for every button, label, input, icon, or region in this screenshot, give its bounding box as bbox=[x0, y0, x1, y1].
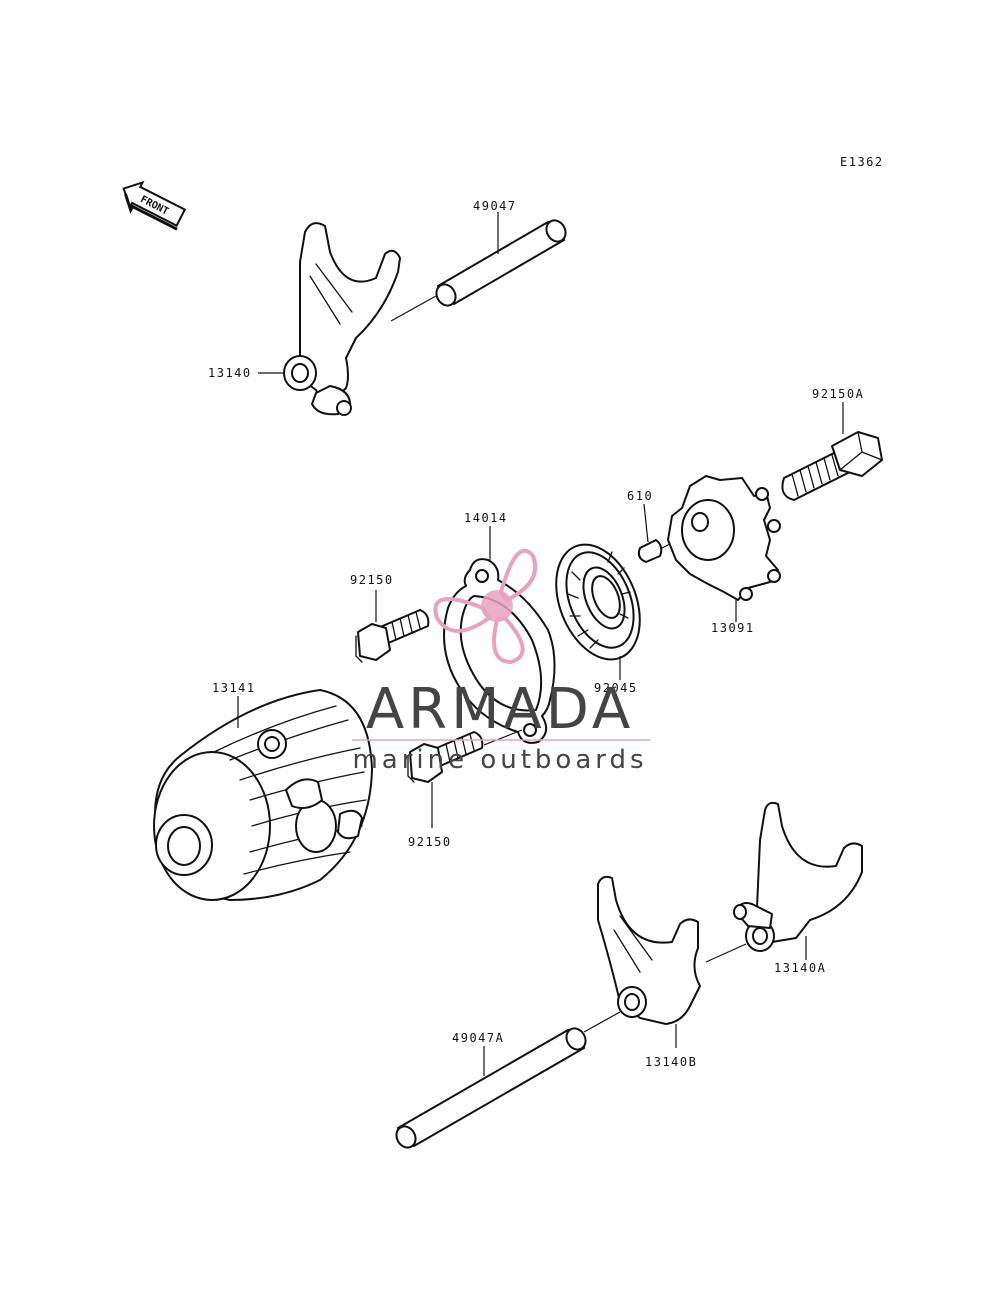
part-label-92150A: 92150A bbox=[812, 387, 864, 401]
part-label-13140: 13140 bbox=[208, 366, 252, 380]
shift-drum-13141 bbox=[153, 689, 373, 901]
watermark-tagline: marine outboards bbox=[352, 745, 647, 775]
shift-fork-13140 bbox=[283, 222, 401, 416]
part-label-49047A: 49047A bbox=[452, 1031, 504, 1045]
shift-fork-13140B bbox=[597, 875, 701, 1025]
part-label-92045: 92045 bbox=[594, 681, 638, 695]
pin-610 bbox=[637, 539, 663, 563]
cam-plate-13091 bbox=[667, 475, 781, 601]
shift-fork-13140A bbox=[733, 801, 863, 952]
part-label-610: 610 bbox=[627, 489, 653, 503]
figure-code: E1362 bbox=[840, 155, 884, 169]
bolt-92150A bbox=[781, 431, 883, 501]
watermark-brand: ARMADA bbox=[366, 677, 634, 742]
part-label-13141: 13141 bbox=[212, 681, 256, 695]
front-arrow-icon: FRONT bbox=[122, 180, 187, 231]
part-label-14014: 14014 bbox=[464, 511, 508, 525]
part-label-13091: 13091 bbox=[711, 621, 755, 635]
shaft-49047A bbox=[395, 1027, 587, 1149]
part-label-13140B: 13140B bbox=[645, 1055, 697, 1069]
part-label-92150-bottom: 92150 bbox=[408, 835, 452, 849]
part-label-92150-top: 92150 bbox=[350, 573, 394, 587]
watermark: ARMADA marine outboards bbox=[352, 548, 650, 775]
part-label-13140A: 13140A bbox=[774, 961, 826, 975]
part-label-49047: 49047 bbox=[473, 199, 517, 213]
bearing-92045 bbox=[555, 543, 641, 661]
bolt-92150-top bbox=[355, 609, 430, 663]
propeller-logo-icon bbox=[433, 548, 538, 665]
shaft-49047 bbox=[435, 219, 567, 307]
